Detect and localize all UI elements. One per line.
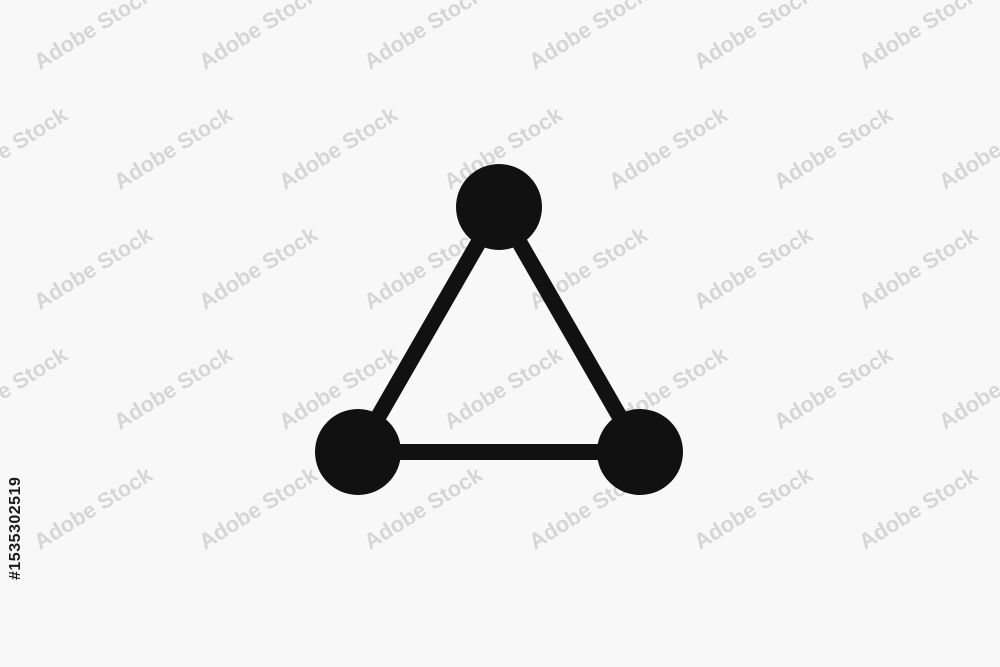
atom-bottom-right [597, 409, 683, 495]
atom-top [456, 164, 542, 250]
bond-left [350, 199, 507, 460]
bond-right [491, 199, 648, 460]
atom-bottom-left [315, 409, 401, 495]
